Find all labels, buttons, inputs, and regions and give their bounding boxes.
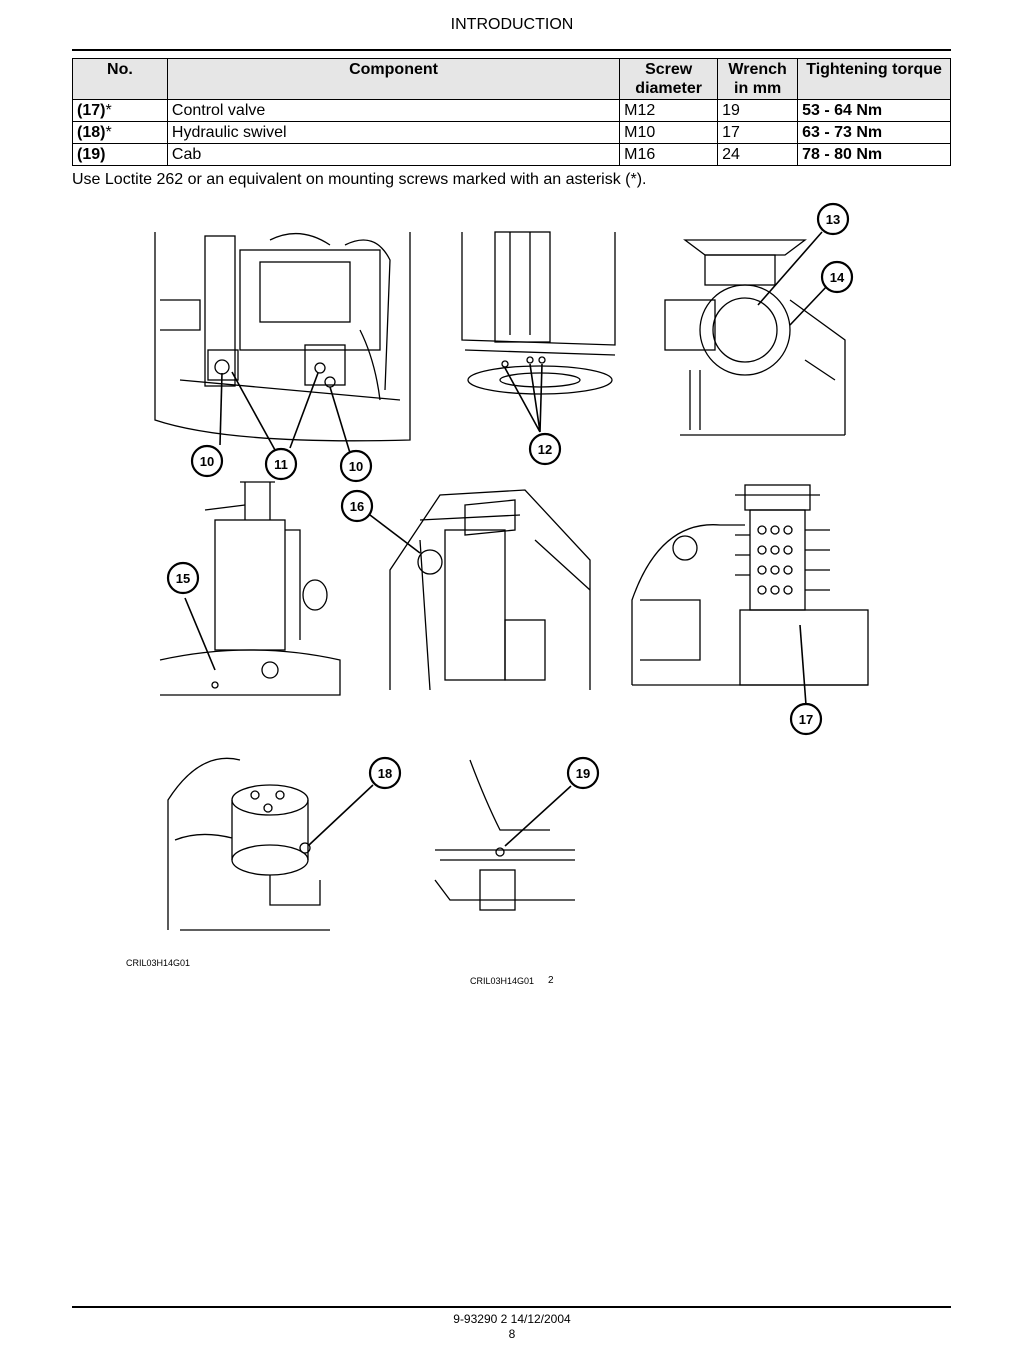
callout-label: 15	[176, 571, 190, 586]
callout-label: 18	[378, 766, 392, 781]
leader-lines	[184, 231, 829, 847]
document-reference: 9-93290 2 14/12/2004	[453, 1312, 571, 1326]
swing-motor-panel-drawing	[664, 239, 846, 436]
col-header-component: Component	[166, 58, 621, 100]
table-row: (19) Cab M16 24 78 - 80 Nm	[72, 143, 951, 166]
cell-torque: 63 - 73 Nm	[797, 121, 951, 144]
figure-code-left: CRIL03H14G01	[126, 958, 191, 968]
cell-torque: 78 - 80 Nm	[797, 143, 951, 166]
cell-component: Cab	[166, 143, 621, 166]
col-header-torque: Tightening torque	[797, 58, 951, 100]
cab-bracket-panel-drawing	[389, 489, 591, 691]
callout-label: 10	[349, 459, 363, 474]
cell-torque: 53 - 64 Nm	[797, 99, 951, 122]
callout-label: 10	[200, 454, 214, 469]
table-row: (17)* Control valve M12 19 53 - 64 Nm	[72, 99, 951, 122]
loctite-note: Use Loctite 262 or an equivalent on moun…	[72, 171, 647, 188]
page-number: 8	[508, 1327, 516, 1341]
cell-screw: M10	[619, 121, 719, 144]
callout-label: 13	[826, 212, 840, 227]
figure-code-center: CRIL03H14G01	[470, 976, 535, 986]
engine-panel-drawing	[154, 232, 411, 442]
cell-wrench: 24	[717, 143, 799, 166]
cell-wrench: 19	[717, 99, 799, 122]
callout-label: 19	[576, 766, 590, 781]
callout-label: 12	[538, 442, 552, 457]
page-header-title: INTRODUCTION	[450, 16, 574, 33]
cell-component: Control valve	[166, 99, 621, 122]
mounting-screws-illustration: 10 11 10 12 13 14 15 16 17 18 19	[154, 202, 869, 931]
page-footer: 9-93290 2 14/12/2004 8	[0, 1312, 1024, 1342]
control-valve-panel-drawing	[631, 484, 869, 686]
turntable-panel-drawing	[461, 231, 616, 395]
callout-circles	[166, 202, 854, 790]
col-header-no: No.	[72, 58, 168, 100]
callout-label: 16	[350, 499, 364, 514]
header-rule	[72, 49, 951, 51]
hydraulic-swivel-panel-drawing	[167, 757, 330, 931]
cell-wrench: 17	[717, 121, 799, 144]
cell-no: (18)*	[72, 121, 168, 144]
cell-component: Hydraulic swivel	[166, 121, 621, 144]
cell-screw: M16	[619, 143, 719, 166]
tank-panel-drawing	[159, 481, 341, 696]
footer-rule	[72, 1306, 951, 1308]
cell-no: (19)	[72, 143, 168, 166]
figure-number: 2	[548, 975, 554, 986]
callout-label: 17	[799, 712, 813, 727]
callout-label: 11	[274, 457, 288, 472]
table-row: (18)* Hydraulic swivel M10 17 63 - 73 Nm	[72, 121, 951, 144]
callout-label: 14	[830, 270, 845, 285]
cell-no: (17)*	[72, 99, 168, 122]
cell-screw: M12	[619, 99, 719, 122]
cab-mount-panel-drawing	[434, 759, 575, 911]
